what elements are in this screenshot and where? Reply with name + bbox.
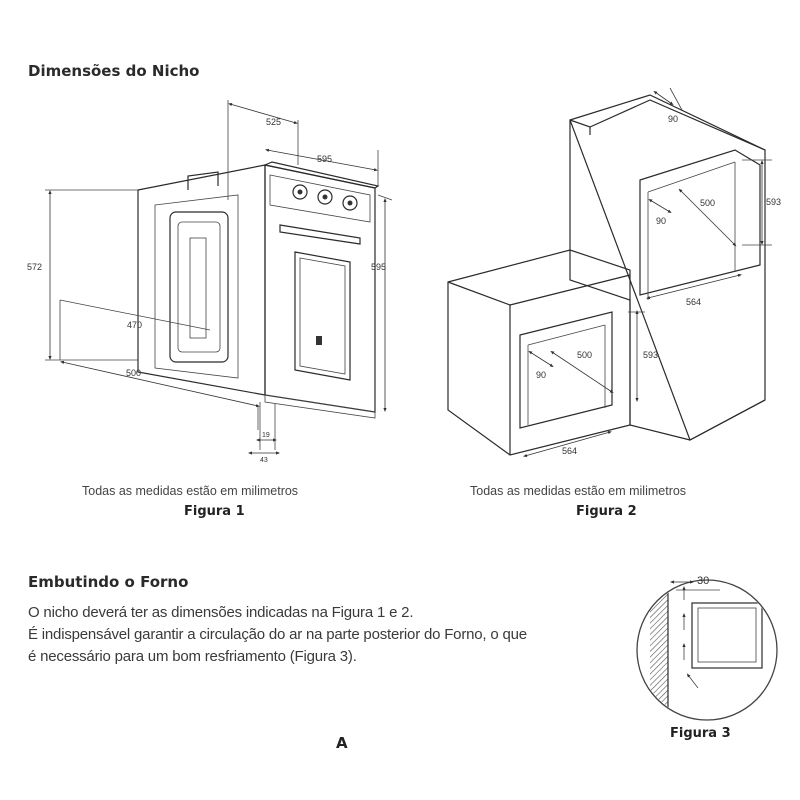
figure-1-caption: Todas as medidas estão em milimetros xyxy=(82,484,299,498)
dim-43: 43 xyxy=(260,457,268,464)
figure-3-label: Figura 3 xyxy=(670,726,731,741)
instruction-line-3: é necessário para um bom resfriamento (F… xyxy=(28,648,357,665)
dim-572: 572 xyxy=(27,262,42,272)
dim-90-upper: 90 xyxy=(656,216,666,226)
oven-front xyxy=(263,161,380,419)
fig1-dimension-lines xyxy=(45,100,393,455)
instruction-line-2: É indispensável garantir a circulação do… xyxy=(28,626,527,643)
page-marker: A xyxy=(336,734,348,752)
dim-500-upper: 500 xyxy=(700,198,715,208)
instructions-paragraph: O nicho deverá ter as dimensões indicada… xyxy=(28,602,638,668)
dim-525: 525 xyxy=(266,117,281,127)
fig2-dimension-lines xyxy=(523,87,772,457)
dim-500-lower: 500 xyxy=(577,350,592,360)
section-title-dimensoes: Dimensões do Nicho xyxy=(28,62,200,80)
figure-2-cabinet-diagram xyxy=(447,94,766,456)
instruction-line-1: O nicho deverá ter as dimensões indicada… xyxy=(28,604,414,621)
dim-564-lower: 564 xyxy=(562,446,577,456)
figure-2-caption: Todas as medidas estão em milimetros xyxy=(470,484,687,498)
dim-593-lower: 593 xyxy=(643,350,658,360)
dim-19: 19 xyxy=(262,432,270,439)
dim-564-upper: 564 xyxy=(686,297,701,307)
dim-30: 30 xyxy=(697,575,709,587)
figure-1-label: Figura 1 xyxy=(184,504,245,519)
oven-side-panel xyxy=(137,164,266,396)
dim-90-top: 90 xyxy=(668,114,678,124)
dim-593-upper: 593 xyxy=(766,197,781,207)
dim-595-height: 595 xyxy=(371,262,386,272)
figure-3-airflow-diagram xyxy=(636,579,778,721)
dim-500: 500 xyxy=(126,368,141,378)
dim-90-lower: 90 xyxy=(536,370,546,380)
figure-2-label: Figura 2 xyxy=(576,504,637,519)
dim-595-width: 595 xyxy=(317,154,332,164)
section-title-embutindo: Embutindo o Forno xyxy=(28,573,189,591)
airflow-arrows xyxy=(682,586,699,689)
dim-470: 470 xyxy=(127,320,142,330)
